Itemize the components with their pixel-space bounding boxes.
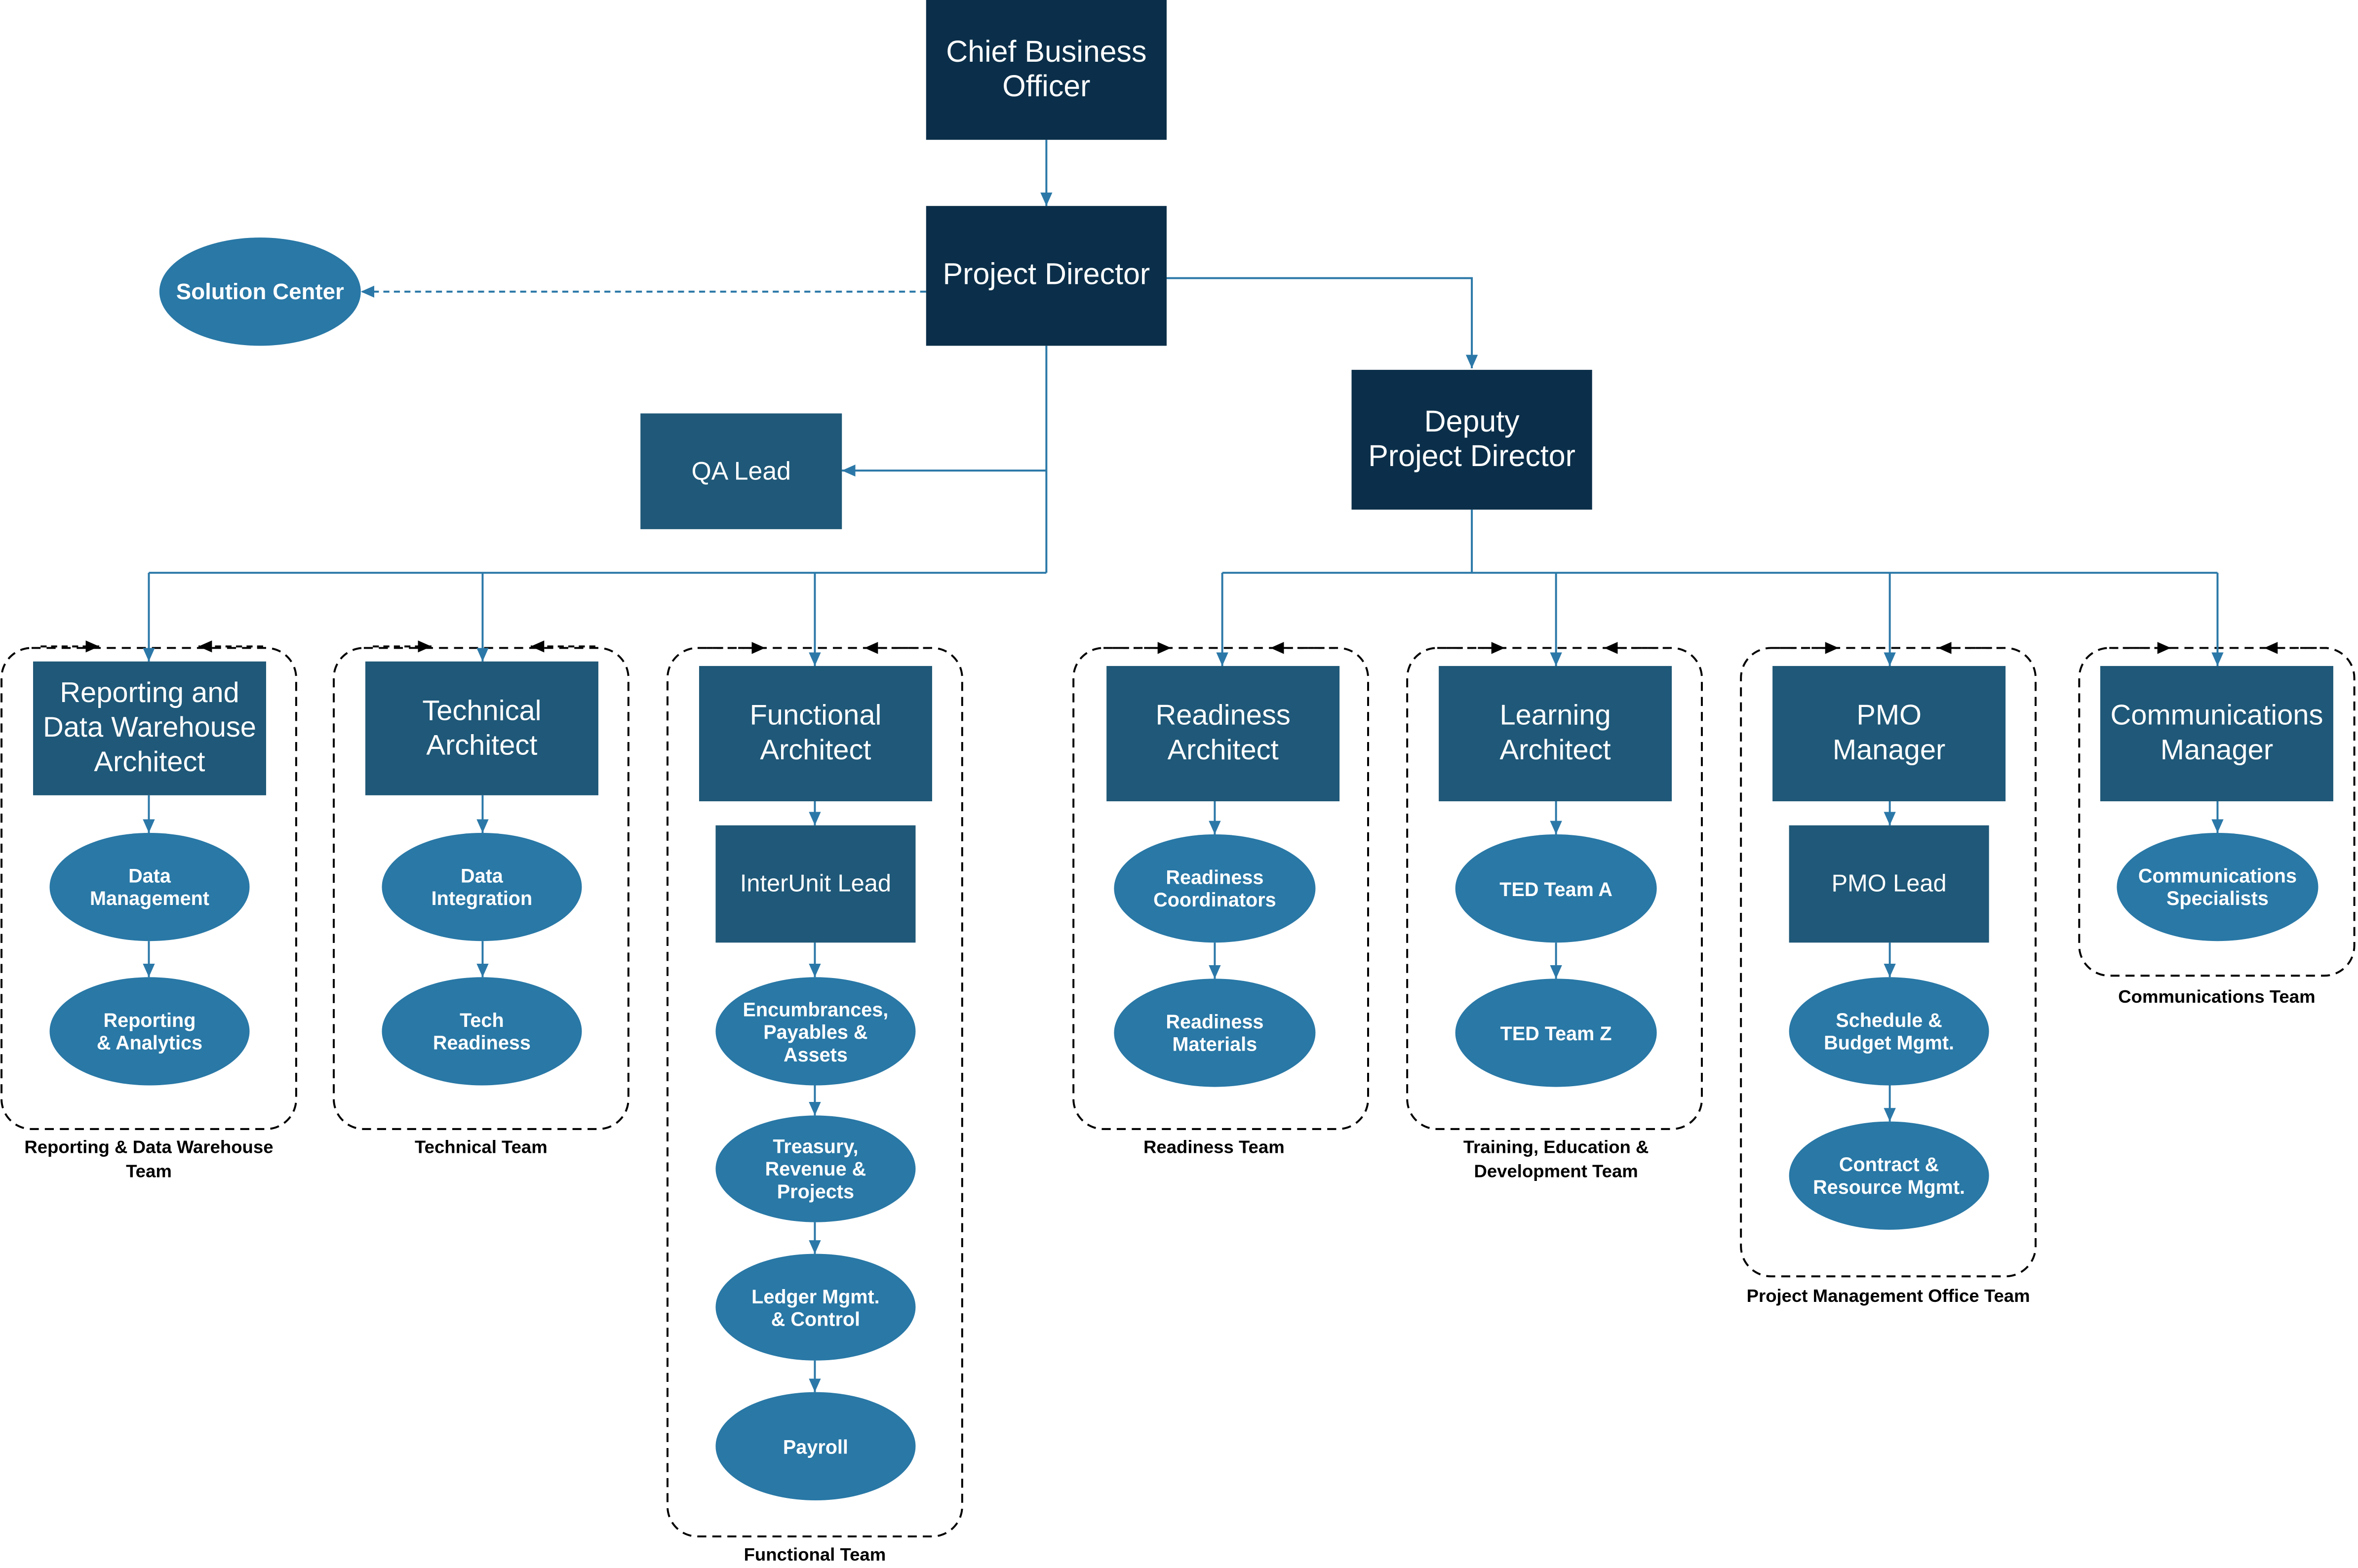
qa-lead-box: QA Lead [640, 413, 842, 529]
technical-team-label: Technical Team [415, 1137, 548, 1158]
communications-specialists-node: Communications Specialists [2117, 832, 2319, 941]
rdw-architect-box: Reporting and Data Warehouse Architect [33, 661, 266, 795]
encumbrances-node: Encumbrances, Payables & Assets [715, 977, 916, 1086]
team-frame-ted [1406, 647, 1703, 1130]
payroll-node: Payroll [715, 1392, 916, 1500]
data-management-node: Data Management [49, 832, 250, 941]
pmo-manager-box: PMO Manager [1772, 666, 2006, 802]
team-frame-technical [333, 647, 629, 1130]
interunit-lead-box: InterUnit Lead [715, 825, 916, 943]
ted-team-z-node: TED Team Z [1455, 979, 1657, 1087]
readiness-team-label: Readiness Team [1143, 1137, 1285, 1158]
rdw-team-label: Reporting & Data Warehouse Team [24, 1137, 274, 1182]
data-integration-node: Data Integration [382, 832, 582, 941]
learning-architect-box: Learning Architect [1439, 666, 1672, 802]
readiness-architect-box: Readiness Architect [1106, 666, 1340, 802]
technical-architect-box: Technical Architect [365, 661, 598, 795]
chief-business-officer-box: Chief Business Officer [926, 0, 1167, 140]
readiness-coordinators-node: Readiness Coordinators [1114, 834, 1316, 943]
ledger-node: Ledger Mgmt. & Control [715, 1254, 916, 1361]
communications-team-label: Communications Team [2118, 986, 2316, 1008]
project-director-box: Project Director [926, 206, 1167, 346]
reporting-analytics-node: Reporting & Analytics [49, 977, 250, 1086]
team-frame-pmo [1740, 647, 2037, 1278]
functional-architect-box: Functional Architect [699, 666, 932, 802]
readiness-materials-node: Readiness Materials [1114, 979, 1316, 1087]
contract-resource-node: Contract & Resource Mgmt. [1789, 1121, 1989, 1230]
ted-team-a-node: TED Team A [1455, 834, 1657, 943]
deputy-project-director-box: Deputy Project Director [1351, 370, 1592, 510]
pmo-lead-box: PMO Lead [1789, 825, 1989, 943]
team-frame-functional [667, 647, 963, 1538]
solution-center-node: Solution Center [159, 237, 361, 346]
communications-manager-box: Communications Manager [2100, 666, 2333, 802]
tech-readiness-node: Tech Readiness [382, 977, 582, 1086]
schedule-budget-node: Schedule & Budget Mgmt. [1789, 977, 1989, 1086]
team-frame-rdw [0, 647, 297, 1130]
ted-team-label: Training, Education & Development Team [1463, 1137, 1649, 1182]
pmo-team-label: Project Management Office Team [1746, 1285, 2030, 1307]
team-frame-readiness [1072, 647, 1369, 1130]
functional-team-label: Functional Team [744, 1544, 886, 1565]
treasury-node: Treasury, Revenue & Projects [715, 1115, 916, 1222]
